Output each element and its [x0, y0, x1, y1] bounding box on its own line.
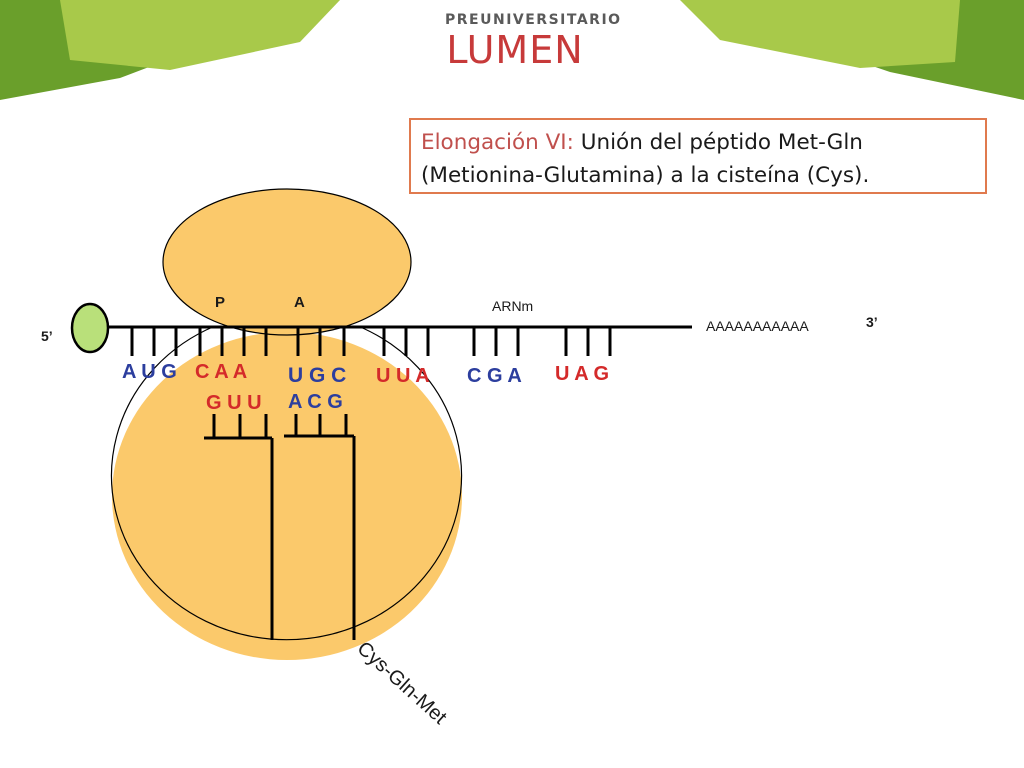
codon-6: U A G — [555, 363, 609, 385]
five-prime-cap — [70, 302, 110, 354]
logo-wordmark: LUMEN — [446, 28, 584, 72]
p-site-label: P — [215, 294, 225, 311]
title-prefix: Elongación VI: — [421, 130, 574, 155]
codon-3: U G C — [288, 364, 346, 387]
a-site-label: A — [294, 294, 305, 311]
poly-a-tail: AAAAAAAAAAA — [706, 318, 809, 334]
three-prime-label: 3’ — [866, 314, 878, 330]
ribosome-large-subunit — [112, 332, 462, 660]
codon-5: C G A — [467, 365, 522, 387]
ribosome-small-subunit — [162, 188, 412, 336]
anticodon-a: A C G — [288, 391, 343, 413]
anticodon-p: G U U — [206, 392, 262, 414]
logo-subtitle: PREUNIVERSITARIO — [445, 12, 622, 28]
trna-p-site — [204, 414, 274, 640]
slide-title-box: Elongación VI: Unión del péptido Met-Gln… — [409, 118, 987, 194]
codon-2: C A A — [195, 361, 247, 383]
five-prime-label: 5’ — [41, 328, 53, 344]
title-line-1: Elongación VI: Unión del péptido Met-Gln — [421, 126, 977, 159]
codon-4: U U A — [376, 365, 430, 387]
title-line-2: (Metionina-Glutamina) a la cisteína (Cys… — [421, 163, 870, 188]
title-line-1-text: Unión del péptido Met-Gln — [573, 130, 863, 155]
header-ribbon-right-light — [680, 0, 960, 68]
ribosome-outline — [110, 325, 463, 641]
trna-a-site — [284, 414, 356, 640]
codon-1: A U G — [122, 361, 177, 383]
mrna-label: ARNm — [492, 298, 533, 314]
mrna-nucleotide-ticks — [130, 327, 612, 356]
header-ribbon-left-light — [60, 0, 340, 70]
peptide-label: Cys-Gln-Met — [353, 637, 451, 729]
